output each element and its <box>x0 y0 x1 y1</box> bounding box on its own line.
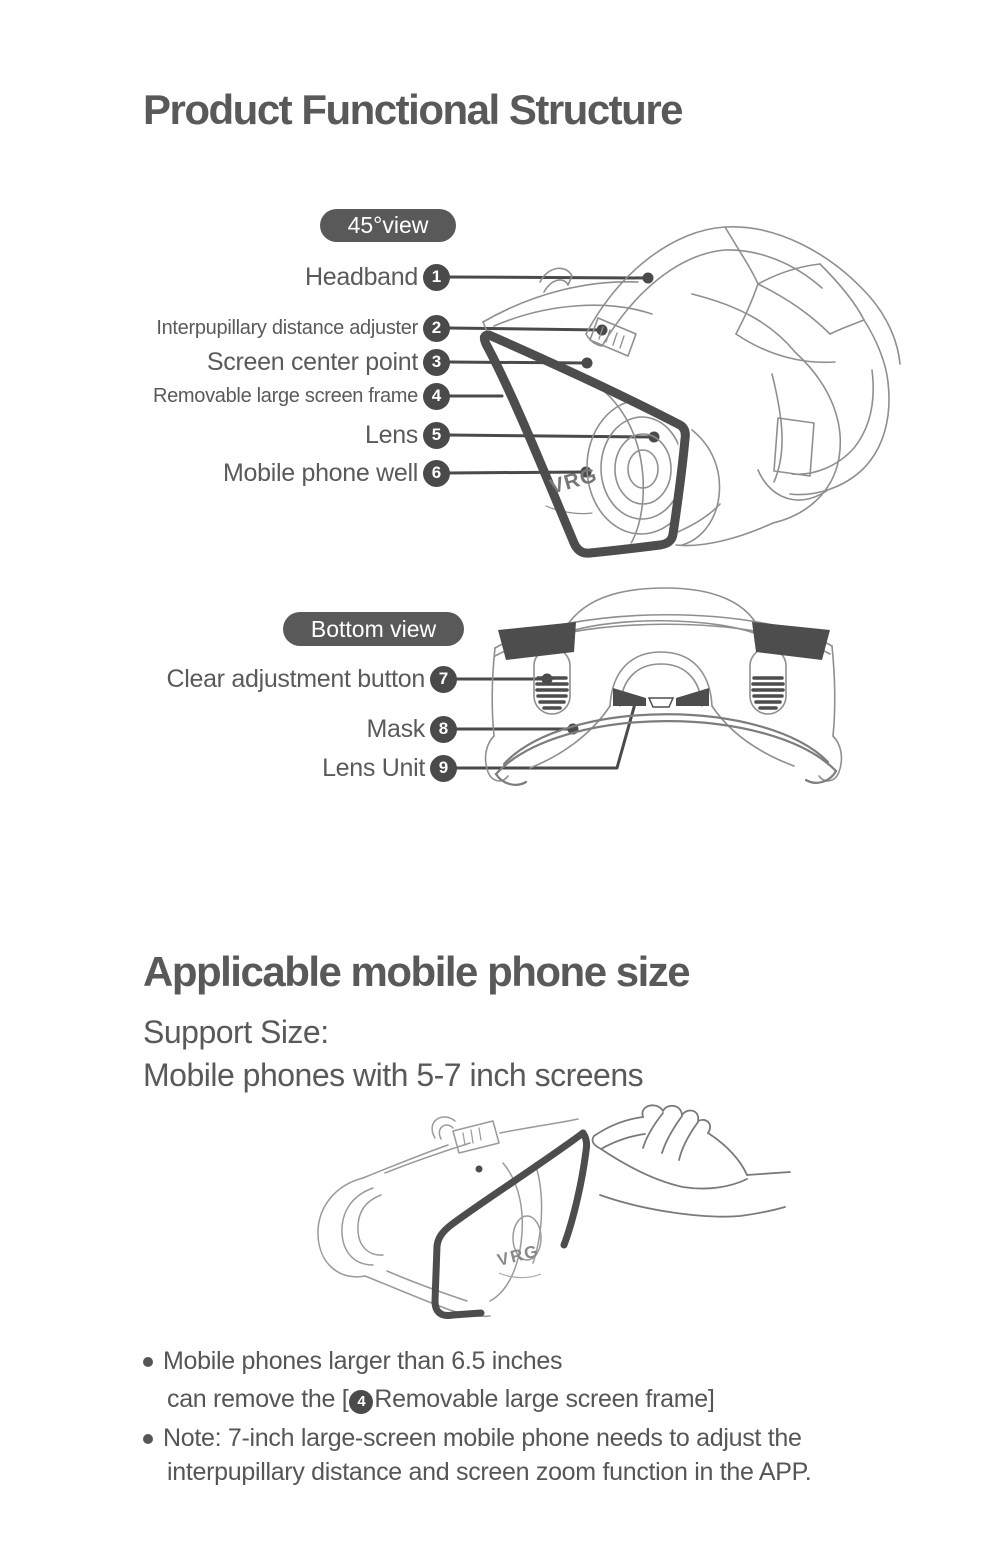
nose-notch <box>647 697 675 708</box>
label-headband: Headband 1 <box>305 263 450 291</box>
callout-number-3: 3 <box>423 348 450 376</box>
callout-number-5: 5 <box>423 421 450 449</box>
leader-dots-45 <box>580 272 660 478</box>
leader-lines-bottom <box>455 677 638 770</box>
bullet-dot <box>143 1433 153 1444</box>
adjustment-dials <box>533 647 787 715</box>
support-size-label: Support Size: <box>143 1014 329 1050</box>
bullet-dot <box>143 1356 153 1367</box>
callout-number-6: 6 <box>423 459 450 487</box>
phone-well <box>545 373 645 550</box>
removable-frame <box>431 1129 591 1319</box>
view-45-badge: 45°view <box>320 209 456 242</box>
frame-removal-illustration: VRG <box>317 1104 791 1319</box>
note-2-line-1: Note: 7-inch large-screen mobile phone n… <box>143 1424 802 1453</box>
support-size-value: Mobile phones with 5-7 inch screens <box>143 1057 644 1093</box>
section2-title: Applicable mobile phone size <box>143 948 691 995</box>
callout-number-8: 8 <box>430 715 457 743</box>
vrg-logo-45: VRG <box>547 463 600 498</box>
label-ipd-adjuster: Interpupillary distance adjuster 2 <box>156 314 450 342</box>
frame-pivot-dot <box>475 1165 483 1173</box>
section1-title: Product Functional Structure <box>143 86 684 133</box>
label-removable-frame: Removable large screen frame 4 <box>153 382 450 410</box>
leader-lines-45 <box>446 275 656 475</box>
callout-number-7: 7 <box>430 665 457 693</box>
mask <box>494 713 838 786</box>
vrg-logo-phone: VRG <box>495 1241 541 1270</box>
headband <box>585 226 901 383</box>
front-frame <box>479 330 690 558</box>
label-mask: Mask 8 <box>366 715 457 743</box>
side-strap <box>757 369 890 501</box>
headset-bottom-view-illustration <box>455 587 843 786</box>
dark-corner-pads <box>498 622 830 706</box>
note-2-line-2: interpupillary distance and screen zoom … <box>167 1458 812 1486</box>
ipd-adjuster-slider <box>539 267 637 357</box>
callout-number-4-inline: 4 <box>349 1389 374 1414</box>
nose-arch <box>529 651 795 769</box>
bottom-view-badge: Bottom view <box>283 612 464 646</box>
label-phone-well: Mobile phone well 6 <box>223 459 450 487</box>
note-1-line-1: Mobile phones larger than 6.5 inches <box>143 1347 562 1376</box>
label-clear-adjustment-button: Clear adjustment button 7 <box>166 665 457 693</box>
label-screen-center-point: Screen center point 3 <box>207 348 450 376</box>
phone-headset-body <box>317 1116 579 1317</box>
callout-number-4: 4 <box>423 382 450 410</box>
hand <box>591 1104 791 1218</box>
vrg-underline <box>498 1272 542 1279</box>
callout-number-1: 1 <box>423 263 450 291</box>
callout-number-2: 2 <box>423 314 450 342</box>
label-lens: Lens 5 <box>365 421 450 449</box>
headset-45-view-illustration: VRG <box>446 226 901 558</box>
label-lens-unit: Lens Unit 9 <box>322 754 457 782</box>
callout-number-9: 9 <box>430 754 457 782</box>
